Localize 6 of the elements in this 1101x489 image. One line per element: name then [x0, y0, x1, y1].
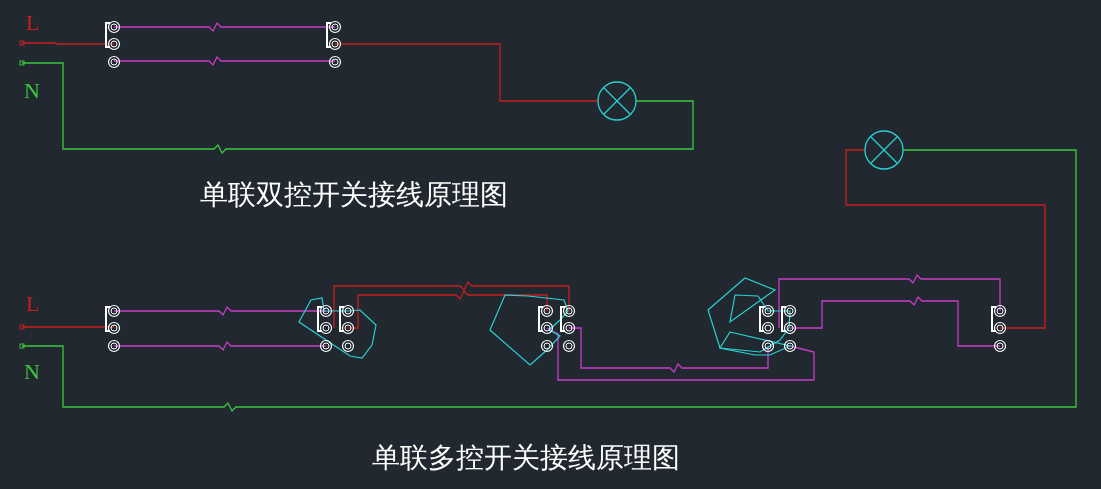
diagram-caption: 单联双控开关接线原理图	[200, 181, 508, 209]
live-wire-label: L	[26, 12, 40, 34]
live-wire-label: L	[26, 293, 40, 315]
neutral-wire-label: N	[24, 361, 40, 383]
neutral-wire-label: N	[24, 80, 40, 102]
diagram-caption: 单联多控开关接线原理图	[372, 444, 680, 472]
